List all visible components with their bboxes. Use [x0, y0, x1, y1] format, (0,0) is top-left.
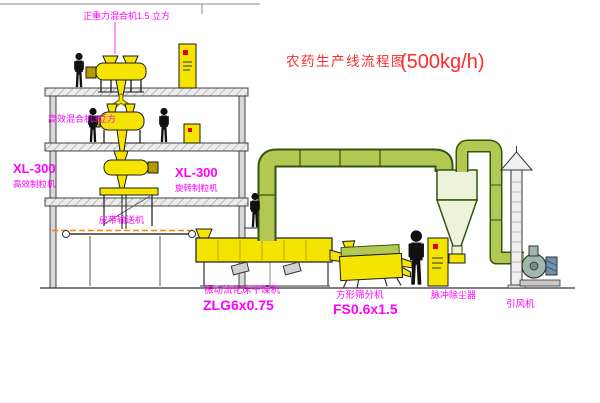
control-cabinet-roof [178, 43, 197, 89]
leader-lines [96, 22, 116, 120]
worker-figure [74, 52, 84, 88]
rotary-valve [448, 253, 466, 264]
label-sifter-name: 方形筛分机 [336, 289, 384, 301]
exhaust-duct [257, 148, 454, 241]
label-belt-conveyor: 皮带输送机 [99, 214, 144, 225]
label-fan: 引风机 [506, 298, 535, 310]
indicator-light [433, 244, 438, 249]
rotary-granulator [99, 150, 159, 229]
label-center-model: XL-300 [175, 165, 218, 180]
label-sifter-model: FS0.6x1.5 [333, 301, 398, 317]
cyclone-separator [435, 169, 479, 264]
exhaust-stack [499, 146, 534, 289]
control-cabinet-floor2 [183, 123, 201, 144]
label-left-model: XL-300 [13, 161, 56, 176]
square-sifter [338, 240, 413, 289]
cyclone-outlet-pipe [455, 139, 524, 265]
indicator-light [183, 50, 188, 55]
gravity-mixer-machine [85, 55, 147, 97]
label-center-name: 旋转制粒机 [175, 183, 218, 193]
dust-collector-cabinet [427, 237, 449, 287]
label-dust-collector: 脉冲除尘器 [431, 289, 476, 300]
label-high-mixer: 高效混合机3立方 [48, 113, 116, 124]
label-dryer-name: 振动流化床干燥机 [204, 284, 281, 296]
label-dryer-model: ZLG6x0.75 [203, 297, 274, 313]
rain-cap [499, 151, 534, 171]
worker-figure [159, 107, 169, 143]
diagram-title: 农药生产线流程图 [286, 54, 406, 69]
induced-draft-fan [519, 245, 561, 287]
label-top-mixer: 正重力混合机1.5 立方 [83, 10, 170, 21]
label-left-name: 高效制粒机 [13, 179, 56, 189]
building-structure [0, 3, 575, 289]
fluid-bed-dryer [195, 237, 345, 287]
indicator-light [188, 128, 192, 132]
belt-conveyor [52, 228, 213, 286]
diagram-title-capacity: (500kg/h) [400, 51, 485, 73]
